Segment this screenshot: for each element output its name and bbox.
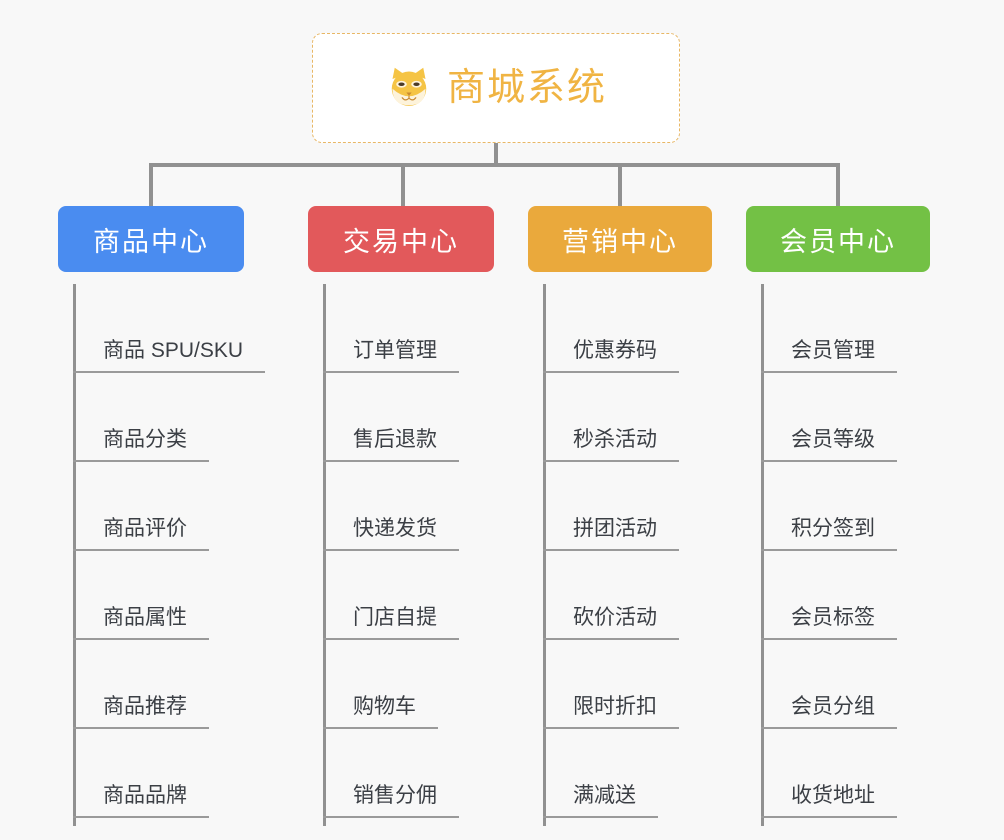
root-node[interactable]: 商城系统 <box>312 33 680 143</box>
leaf-item-label: 会员标签 <box>761 606 897 640</box>
connector-root-stem <box>494 143 498 165</box>
leaf-item[interactable]: 商品分类 <box>73 373 244 462</box>
leaf-item[interactable]: 会员等级 <box>761 373 930 462</box>
branch-leaf-list-3: 优惠券码 秒杀活动 拼团活动 砍价活动 限时折扣 满减送 <box>528 284 712 826</box>
leaf-item-label: 积分签到 <box>761 517 897 551</box>
connector-drop-2 <box>401 163 405 208</box>
branch-header-label: 营销中心 <box>562 226 678 257</box>
leaf-item[interactable]: 商品 SPU/SKU <box>73 284 266 373</box>
branch-column: 交易中心 订单管理 售后退款 快递发货 门店自提 购物车 销售分佣 <box>308 206 494 826</box>
leaf-item[interactable]: 收货地址 <box>761 729 930 818</box>
branch-spine <box>73 284 76 826</box>
leaf-item-label: 会员等级 <box>761 428 897 462</box>
branch-header-2[interactable]: 交易中心 <box>308 206 494 272</box>
leaf-item[interactable]: 秒杀活动 <box>543 373 712 462</box>
branch-header-label: 商品中心 <box>93 226 209 257</box>
branch-leaf-list-2: 订单管理 售后退款 快递发货 门店自提 购物车 销售分佣 <box>308 284 494 826</box>
leaf-item[interactable]: 销售分佣 <box>323 729 494 818</box>
leaf-item-label: 商品推荐 <box>73 695 209 729</box>
leaf-item-label: 商品 SPU/SKU <box>73 339 266 373</box>
leaf-item[interactable]: 优惠券码 <box>543 284 712 373</box>
leaf-item[interactable]: 砍价活动 <box>543 551 712 640</box>
leaf-item-label: 门店自提 <box>323 606 459 640</box>
leaf-item-label: 收货地址 <box>761 784 897 818</box>
branch-column: 商品中心 商品 SPU/SKU 商品分类 商品评价 商品属性 商品推荐 商品品牌 <box>58 206 266 826</box>
leaf-item-label: 购物车 <box>323 695 438 729</box>
leaf-item[interactable]: 满减送 <box>543 729 712 818</box>
leaf-item[interactable]: 商品品牌 <box>73 729 244 818</box>
leaf-item-label: 商品品牌 <box>73 784 209 818</box>
leaf-item-label: 商品评价 <box>73 517 209 551</box>
leaf-item-label: 会员管理 <box>761 339 897 373</box>
leaf-item[interactable]: 订单管理 <box>323 284 494 373</box>
branch-spine <box>543 284 546 826</box>
leaf-item-label: 砍价活动 <box>543 606 679 640</box>
branch-leaf-list-4: 会员管理 会员等级 积分签到 会员标签 会员分组 收货地址 <box>746 284 930 826</box>
leaf-item-label: 限时折扣 <box>543 695 679 729</box>
branch-header-label: 交易中心 <box>343 226 459 257</box>
leaf-item[interactable]: 购物车 <box>323 640 494 729</box>
leaf-item[interactable]: 积分签到 <box>761 462 930 551</box>
branch-leaf-list-1: 商品 SPU/SKU 商品分类 商品评价 商品属性 商品推荐 商品品牌 <box>58 284 266 826</box>
connector-drop-1 <box>149 163 153 208</box>
connector-horizontal-bus <box>149 163 840 167</box>
root-title: 商城系统 <box>446 67 607 109</box>
leaf-item[interactable]: 门店自提 <box>323 551 494 640</box>
branch-column: 营销中心 优惠券码 秒杀活动 拼团活动 砍价活动 限时折扣 满减送 <box>528 206 712 826</box>
leaf-item[interactable]: 商品推荐 <box>73 640 244 729</box>
leaf-item-label: 满减送 <box>543 784 658 818</box>
leaf-item-label: 商品属性 <box>73 606 209 640</box>
branch-spine <box>761 284 764 826</box>
leaf-item[interactable]: 售后退款 <box>323 373 494 462</box>
connector-drop-4 <box>836 163 840 208</box>
leaf-item-label: 快递发货 <box>323 517 459 551</box>
leaf-item[interactable]: 拼团活动 <box>543 462 712 551</box>
leaf-item-label: 拼团活动 <box>543 517 679 551</box>
leaf-item[interactable]: 会员分组 <box>761 640 930 729</box>
leaf-item[interactable]: 会员管理 <box>761 284 930 373</box>
leaf-item-label: 优惠券码 <box>543 339 679 373</box>
branch-header-label: 会员中心 <box>780 226 896 257</box>
branch-spine <box>323 284 326 826</box>
leaf-item[interactable]: 会员标签 <box>761 551 930 640</box>
leaf-item[interactable]: 快递发货 <box>323 462 494 551</box>
leaf-item-label: 订单管理 <box>323 339 459 373</box>
connector-drop-3 <box>618 163 622 208</box>
leaf-item-label: 销售分佣 <box>323 784 459 818</box>
leaf-item-label: 售后退款 <box>323 428 459 462</box>
leaf-item-label: 会员分组 <box>761 695 897 729</box>
branch-column: 会员中心 会员管理 会员等级 积分签到 会员标签 会员分组 收货地址 <box>746 206 930 826</box>
branch-header-1[interactable]: 商品中心 <box>58 206 244 272</box>
branch-header-3[interactable]: 营销中心 <box>528 206 712 272</box>
shiba-dog-face-icon <box>391 67 427 107</box>
leaf-item-label: 秒杀活动 <box>543 428 679 462</box>
leaf-item[interactable]: 商品属性 <box>73 551 244 640</box>
leaf-item[interactable]: 商品评价 <box>73 462 244 551</box>
leaf-item[interactable]: 限时折扣 <box>543 640 712 729</box>
branch-header-4[interactable]: 会员中心 <box>746 206 930 272</box>
leaf-item-label: 商品分类 <box>73 428 209 462</box>
